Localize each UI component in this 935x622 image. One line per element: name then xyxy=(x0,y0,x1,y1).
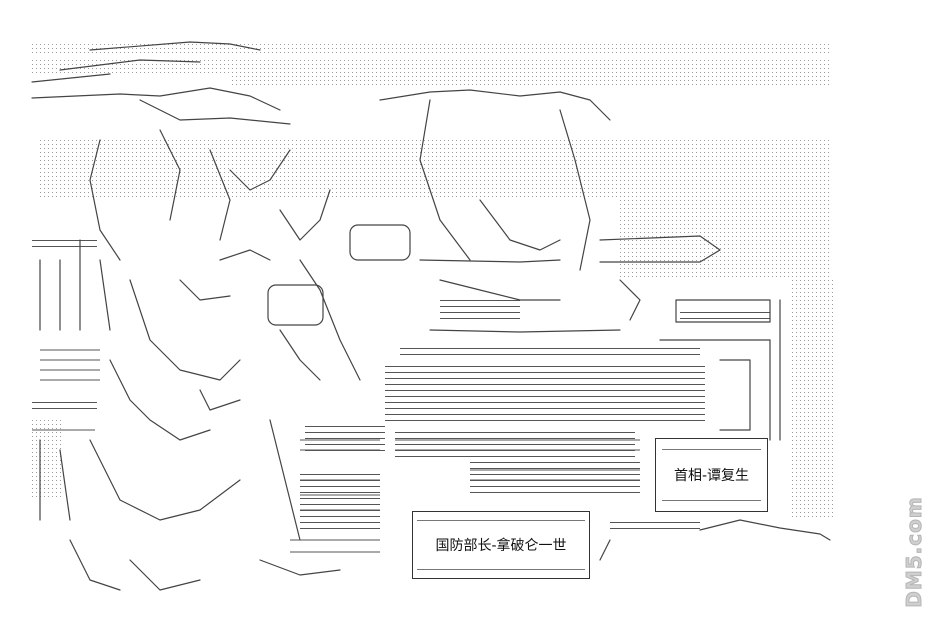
watermark-text: DM5.com xyxy=(902,496,927,608)
line-art xyxy=(31,41,831,591)
small-strokes xyxy=(32,349,640,553)
caption-defense-minister: 国防部长-拿破仑一世 xyxy=(412,511,590,579)
caption-premier-text: 首相-谭复生 xyxy=(673,468,750,484)
caption-defense-minister-text: 国防部长-拿破仑一世 xyxy=(435,538,567,554)
watermark-logo: DM5.com xyxy=(898,496,928,612)
caption-premier: 首相-谭复生 xyxy=(655,438,768,512)
dotted-background xyxy=(32,42,835,520)
